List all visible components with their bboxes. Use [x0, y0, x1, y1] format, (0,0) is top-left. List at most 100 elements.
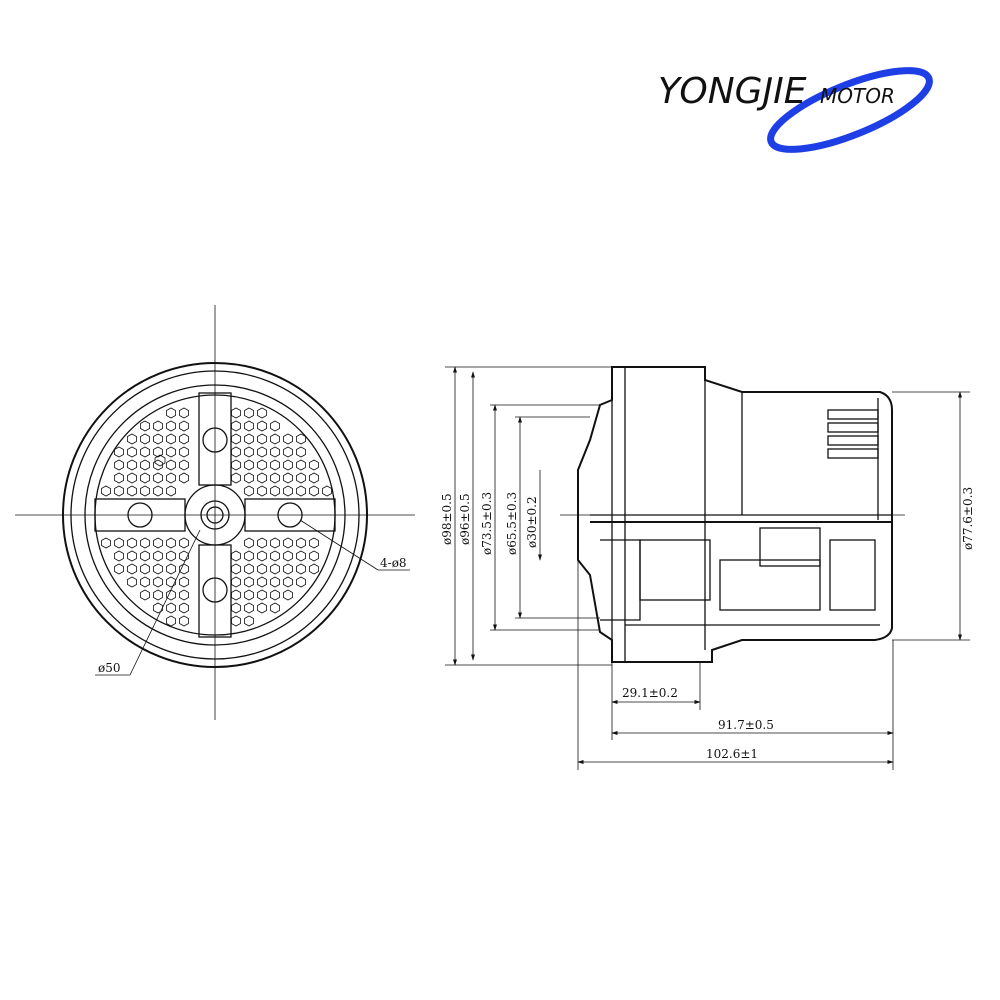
- vent-hole: [179, 589, 189, 601]
- dimensions: ø98±0.5 ø96±0.5 ø73.5±0.3 ø65.5±0.3 ø30±…: [440, 366, 975, 770]
- vent-hole: [244, 420, 254, 432]
- vent-hole: [166, 485, 176, 497]
- vent-hole: [309, 550, 319, 562]
- vent-hole: [166, 420, 176, 432]
- front-view: 4-ø8 ø50: [15, 305, 415, 720]
- vent-hole: [127, 433, 137, 445]
- vent-hole: [244, 472, 254, 484]
- vent-hole: [309, 459, 319, 471]
- vent-hole: [179, 472, 189, 484]
- vent-hole: [296, 433, 306, 445]
- vent-hole: [153, 472, 163, 484]
- vent-hole: [270, 576, 280, 588]
- vent-hole: [244, 446, 254, 458]
- vent-hole: [231, 459, 241, 471]
- vent-pattern: [101, 407, 332, 627]
- vent-hole: [127, 563, 137, 575]
- vent-hole: [179, 602, 189, 614]
- vent-hole: [114, 446, 124, 458]
- vent-hole: [270, 602, 280, 614]
- vent-hole: [283, 459, 293, 471]
- diameter-label: ø50: [98, 661, 121, 675]
- vent-hole: [140, 472, 150, 484]
- vent-hole: [179, 537, 189, 549]
- vent-hole: [140, 446, 150, 458]
- vent-hole: [140, 537, 150, 549]
- vent-hole: [153, 433, 163, 445]
- dim-91-7: 91.7±0.5: [718, 718, 774, 732]
- vent-hole: [166, 602, 176, 614]
- dim-d98: ø98±0.5: [440, 493, 454, 545]
- vent-hole: [231, 576, 241, 588]
- vent-hole: [296, 446, 306, 458]
- vent-hole: [244, 433, 254, 445]
- vent-hole: [127, 459, 137, 471]
- vent-hole: [166, 563, 176, 575]
- vent-hole: [101, 485, 111, 497]
- vent-hole: [296, 563, 306, 575]
- vent-hole: [114, 537, 124, 549]
- vent-hole: [309, 537, 319, 549]
- vent-hole: [244, 576, 254, 588]
- vent-hole: [283, 485, 293, 497]
- vent-hole: [166, 433, 176, 445]
- vent-hole: [153, 589, 163, 601]
- vent-hole: [114, 485, 124, 497]
- logo-swoosh: [767, 67, 933, 153]
- vent-hole: [270, 459, 280, 471]
- vent-hole: [231, 420, 241, 432]
- vent-hole: [283, 589, 293, 601]
- vent-hole: [179, 446, 189, 458]
- vent-hole: [179, 576, 189, 588]
- vent-hole: [140, 420, 150, 432]
- vent-hole: [127, 446, 137, 458]
- vent-hole: [322, 485, 332, 497]
- vent-hole: [127, 550, 137, 562]
- dim-d30: ø30±0.2: [525, 496, 539, 548]
- vent-hole: [257, 589, 267, 601]
- vent-hole: [244, 589, 254, 601]
- vent-hole: [257, 550, 267, 562]
- vent-hole: [166, 472, 176, 484]
- vent-hole: [270, 446, 280, 458]
- vent-hole: [244, 537, 254, 549]
- vent-hole: [257, 433, 267, 445]
- vent-hole: [153, 563, 163, 575]
- vent-hole: [179, 459, 189, 471]
- vent-hole: [270, 433, 280, 445]
- side-view: [560, 366, 905, 663]
- vent-hole: [270, 472, 280, 484]
- vent-hole: [166, 576, 176, 588]
- vent-hole: [257, 459, 267, 471]
- vent-hole: [296, 485, 306, 497]
- vent-hole: [166, 537, 176, 549]
- vent-hole: [153, 537, 163, 549]
- vent-hole: [270, 537, 280, 549]
- vent-hole: [231, 433, 241, 445]
- vent-hole: [153, 550, 163, 562]
- vent-hole: [179, 615, 189, 627]
- vent-hole: [283, 563, 293, 575]
- vent-hole: [257, 537, 267, 549]
- vent-hole: [270, 420, 280, 432]
- vent-hole: [166, 446, 176, 458]
- vent-hole: [231, 472, 241, 484]
- vent-hole: [127, 537, 137, 549]
- vent-hole: [309, 472, 319, 484]
- vent-hole: [257, 420, 267, 432]
- dim-d65-5: ø65.5±0.3: [505, 492, 519, 555]
- vent-hole: [140, 550, 150, 562]
- vent-hole: [270, 563, 280, 575]
- vent-hole: [231, 550, 241, 562]
- vent-hole: [140, 433, 150, 445]
- dim-d77-6: ø77.6±0.3: [961, 487, 975, 550]
- vent-hole: [231, 615, 241, 627]
- vent-hole: [153, 446, 163, 458]
- vent-hole: [270, 589, 280, 601]
- vent-hole: [153, 602, 163, 614]
- vent-hole: [257, 576, 267, 588]
- dim-d96: ø96±0.5: [458, 493, 472, 545]
- vent-hole: [153, 459, 163, 471]
- vent-hole: [114, 563, 124, 575]
